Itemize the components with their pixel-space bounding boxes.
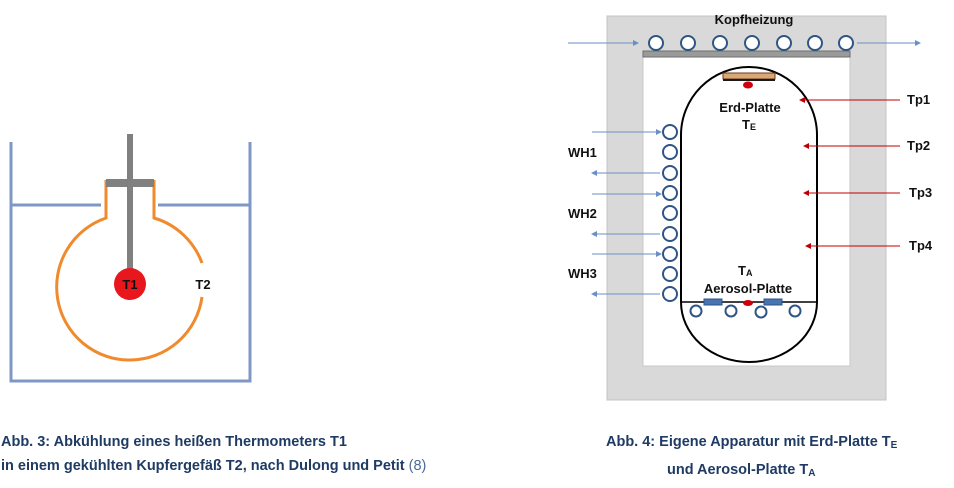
- earth-plate: [723, 79, 775, 81]
- coil: [648, 35, 664, 51]
- thermometer-stem: [127, 134, 133, 274]
- coil: [662, 226, 678, 242]
- earth-plate-sensor: [743, 81, 753, 89]
- coil: [662, 124, 678, 140]
- figure-4-caption-line1: Abb. 4: Eigene Apparatur mit Erd-Platte …: [606, 430, 897, 458]
- coil: [662, 286, 678, 302]
- figure-4-apparatus: Kopfheizung Erd-Platte TE TA Aerosol-Pla…: [568, 12, 933, 401]
- top-heater-plate: [642, 50, 851, 58]
- figure-3-caption-line1: Abb. 3: Abkühlung eines heißen Thermomet…: [1, 434, 347, 450]
- thermometer-bulb-t1: [114, 268, 146, 300]
- label-ta: TA: [738, 263, 753, 278]
- label-tp2: Tp2: [907, 138, 930, 153]
- earth-plate-heater: [722, 72, 776, 80]
- coil: [754, 305, 768, 319]
- figure-4-caption-line2-text: und Aerosol-Platte T: [667, 462, 809, 478]
- figure-4-caption-line2: und Aerosol-Platte TA: [606, 458, 897, 486]
- label-tp1: Tp1: [907, 92, 930, 107]
- coil: [662, 165, 678, 181]
- label-t1: T1: [122, 277, 137, 292]
- coil: [807, 35, 823, 51]
- coil: [776, 35, 792, 51]
- figure-3-reference: (8): [408, 458, 427, 474]
- coil: [662, 185, 678, 201]
- label-erd-platte: Erd-Platte: [719, 100, 780, 115]
- bottom-cooling-coils: [689, 304, 802, 319]
- top-heater-coils: [648, 35, 854, 51]
- figure-4-caption-line1-sub: E: [890, 440, 898, 451]
- coil: [662, 205, 678, 221]
- figure-4-caption: Abb. 4: Eigene Apparatur mit Erd-Platte …: [606, 430, 897, 486]
- coil: [788, 304, 802, 318]
- figure-3-cooling-vessel: T1 T2: [9, 134, 252, 383]
- aerosol-plate-sensor: [743, 300, 753, 306]
- figure-3-caption: Abb. 3: Abkühlung eines heißen Thermomet…: [1, 430, 426, 478]
- coil: [680, 35, 696, 51]
- coil: [724, 304, 738, 318]
- figure-4-caption-line1-text: Abb. 4: Eigene Apparatur mit Erd-Platte …: [606, 434, 891, 450]
- label-tp3: Tp3: [909, 185, 932, 200]
- copper-flask: [55, 180, 204, 362]
- coil: [662, 144, 678, 160]
- coil: [689, 304, 703, 318]
- coil: [662, 246, 678, 262]
- coil: [712, 35, 728, 51]
- water-bath-vessel: [9, 142, 252, 383]
- label-t2: T2: [195, 277, 210, 292]
- label-kopfheizung: Kopfheizung: [715, 12, 794, 27]
- coil: [744, 35, 760, 51]
- aerosol-heater-left: [703, 298, 723, 306]
- label-tp4: Tp4: [909, 238, 933, 253]
- figure-3-caption-line2-text: in einem gekühlten Kupfergefäß T2, nach …: [1, 458, 405, 474]
- figure-4-caption-line2-sub: A: [808, 468, 816, 479]
- measurement-capsule: [680, 66, 818, 363]
- side-heat-exchanger-coils: [662, 124, 678, 302]
- coil: [838, 35, 854, 51]
- label-aerosol-platte: Aerosol-Platte: [704, 281, 792, 296]
- label-wh2: WH2: [568, 206, 597, 221]
- coil: [662, 266, 678, 282]
- label-wh1: WH1: [568, 145, 597, 160]
- figure-3-caption-line2: in einem gekühlten Kupfergefäß T2, nach …: [1, 454, 426, 478]
- label-wh3: WH3: [568, 266, 597, 281]
- aerosol-heater-right: [763, 298, 783, 306]
- label-te: TE: [742, 117, 756, 132]
